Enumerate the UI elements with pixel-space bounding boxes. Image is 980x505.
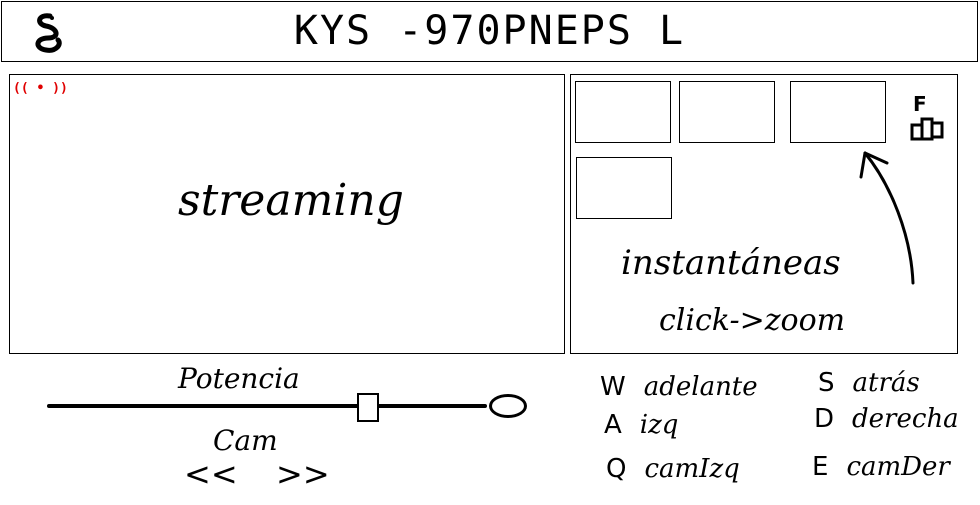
key-letter: D	[814, 404, 835, 434]
key-action: camDer	[846, 452, 950, 482]
power-slider-track[interactable]	[47, 404, 487, 408]
camera-next-button[interactable]: >>	[276, 455, 330, 493]
power-label: Potencia	[178, 362, 300, 395]
snapshots-panel: F instantáneas click->zoom	[570, 74, 958, 354]
streaming-label: streaming	[178, 175, 404, 226]
key-action: adelante	[643, 372, 758, 402]
key-action: atrás	[852, 368, 920, 398]
page-title: KYS -970PNEPS L	[293, 8, 686, 54]
key-letter: E	[812, 452, 829, 482]
snapshot-thumbnail-3[interactable]	[790, 81, 886, 143]
serpent-logo-icon	[35, 13, 62, 53]
camera-label: Cam	[213, 424, 278, 457]
camera-prev-button[interactable]: <<	[184, 455, 238, 493]
key-action: camIzq	[644, 454, 740, 484]
key-letter: S	[818, 368, 835, 398]
power-slider-end-knob[interactable]	[489, 394, 527, 418]
key-letter: W	[600, 372, 626, 402]
snapshot-thumbnail-2[interactable]	[679, 81, 775, 143]
snapshot-thumbnail-4[interactable]	[576, 157, 672, 219]
pointer-arrow-icon	[859, 151, 915, 285]
snapshot-thumbnail-1[interactable]	[575, 81, 671, 143]
key-letter: Q	[606, 454, 627, 484]
key-action: izq	[639, 410, 679, 440]
power-slider-thumb[interactable]	[357, 393, 380, 422]
snapshots-label: instantáneas	[621, 243, 841, 283]
header-bar: KYS -970PNEPS L	[1, 1, 978, 62]
snapshots-hint: click->zoom	[659, 303, 846, 338]
key-letter: A	[604, 410, 622, 440]
streaming-panel: (( • )) streaming	[9, 74, 565, 354]
camera-icon[interactable]: F	[909, 89, 945, 145]
camera-icon-letter: F	[913, 92, 927, 116]
key-action: derecha	[852, 404, 959, 434]
live-indicator-icon: (( • ))	[13, 81, 68, 96]
